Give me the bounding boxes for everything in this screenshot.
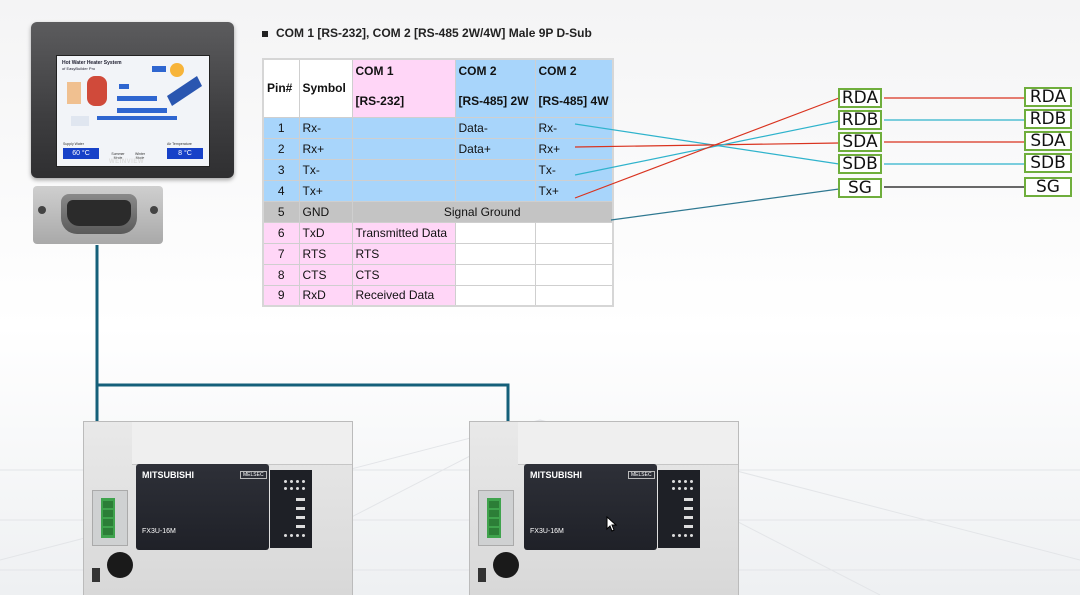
plc-2-green-connector <box>487 498 501 538</box>
db9-connector <box>33 186 163 244</box>
header-com2-4w: COM 2[RS-485] 4W <box>534 58 614 118</box>
hmi-screen: Hot Water Heater System of EasyBuilder P… <box>56 55 210 167</box>
bullet-icon <box>262 30 268 37</box>
terminal-left-rda: RDA <box>838 88 882 108</box>
table-row: 9 RxD Received Data <box>262 284 614 307</box>
terminal-left-sdb: SDB <box>838 154 882 174</box>
plc-2: MITSUBISHI MELSEC FX3U-16M <box>470 422 738 595</box>
hmi-diagram-graphic <box>67 63 202 126</box>
pin-assignment-table: Pin# Symbol COM 1[RS-232] COM 2[RS-485] … <box>262 58 614 307</box>
table-row: 4 Tx+ Tx+ <box>262 179 614 202</box>
hmi-device: Hot Water Heater System of EasyBuilder P… <box>31 22 234 178</box>
summer-mode-label: Summer Mode <box>111 152 125 160</box>
plc-1-green-connector <box>101 498 115 538</box>
plc-1-comm-terminal <box>92 490 128 546</box>
table-row: 2 Rx+ Data+ Rx+ <box>262 137 614 160</box>
plc-1-front-panel: MITSUBISHI MELSEC FX3U-16M <box>136 464 269 550</box>
plc-2-top-cover <box>518 422 738 465</box>
plc-1: MITSUBISHI MELSEC FX3U-16M <box>84 422 352 595</box>
plc-2-run-switch <box>478 568 486 582</box>
plc-1-brand: MITSUBISHI <box>142 470 195 480</box>
plc-1-knob <box>107 552 133 578</box>
header-pin: Pin# <box>262 58 300 118</box>
hmi-logo: WEINVIEW <box>109 159 144 165</box>
plc-2-led-panel <box>658 470 700 548</box>
db9-screw-hole-left <box>38 206 46 214</box>
table-row: 8 CTS CTS <box>262 263 614 286</box>
hmi-title-text: Hot Water Heater System <box>62 60 122 66</box>
header-com1: COM 1[RS-232] <box>351 58 456 118</box>
plc-1-run-switch <box>92 568 100 582</box>
table-row: 1 Rx- Data- Rx- <box>262 116 614 139</box>
header-symbol: Symbol <box>298 58 353 118</box>
plc-2-brand: MITSUBISHI <box>530 470 583 480</box>
page-heading: COM 1 [RS-232], COM 2 [RS-485 2W/4W] Mal… <box>262 26 592 40</box>
table-header-row: Pin# Symbol COM 1[RS-232] COM 2[RS-485] … <box>262 58 614 118</box>
winter-mode-label: Winter Mode <box>134 152 146 160</box>
terminal-right-rdb: RDB <box>1024 109 1072 129</box>
signal-ground-cell: Signal Ground <box>351 200 614 223</box>
plc-1-top-cover <box>132 422 352 465</box>
air-temp: 8 °C <box>167 148 203 159</box>
plc-2-knob <box>493 552 519 578</box>
terminal-right-sdb: SDB <box>1024 153 1072 173</box>
hmi-subtitle-text: of EasyBuilder Pro <box>62 66 96 71</box>
table-row: 6 TxD Transmitted Data <box>262 221 614 244</box>
plc-1-model: FX3U-16M <box>142 528 176 535</box>
header-com2-2w: COM 2[RS-485] 2W <box>454 58 536 118</box>
supply-water-label: Supply Water <box>63 142 84 146</box>
terminal-right-sda: SDA <box>1024 131 1072 151</box>
terminal-right-rda: RDA <box>1024 87 1072 107</box>
terminal-right-sg: SG <box>1024 177 1072 197</box>
db9-shell <box>61 194 137 234</box>
table-row: 3 Tx- Tx- <box>262 158 614 181</box>
plc-2-model: FX3U-16M <box>530 528 564 535</box>
terminal-left-sda: SDA <box>838 132 882 152</box>
plc-2-comm-terminal <box>478 490 514 546</box>
plc-1-badge: MELSEC <box>240 471 267 479</box>
db9-screw-hole-right <box>150 206 158 214</box>
hmi-screen-title: Hot Water Heater System of EasyBuilder P… <box>62 60 122 72</box>
air-temp-label: Air Temperature <box>167 142 192 146</box>
db9-pins <box>67 200 131 226</box>
terminal-left-sg: SG <box>838 178 882 198</box>
plc-1-led-panel <box>270 470 312 548</box>
terminal-left-rdb: RDB <box>838 110 882 130</box>
table-row: 7 RTS RTS <box>262 242 614 265</box>
plc-2-front-panel: MITSUBISHI MELSEC FX3U-16M <box>524 464 657 550</box>
table-row: 5 GND Signal Ground <box>262 200 614 223</box>
heading-text: COM 1 [RS-232], COM 2 [RS-485 2W/4W] Mal… <box>276 26 592 40</box>
supply-water-temp: 60 °C <box>63 148 99 159</box>
plc-2-badge: MELSEC <box>628 471 655 479</box>
mouse-cursor-icon <box>606 516 618 532</box>
